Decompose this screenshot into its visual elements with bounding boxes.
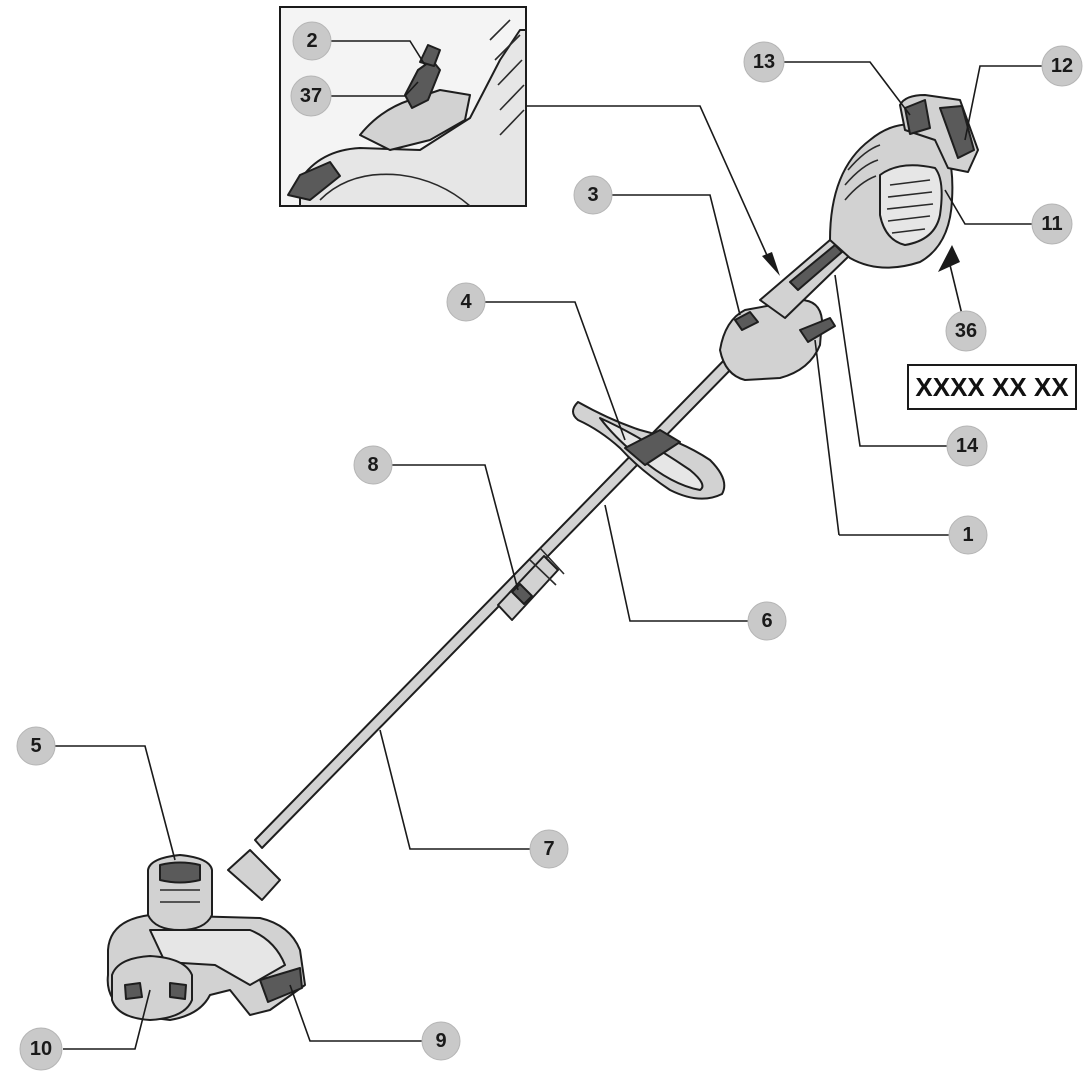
inset-detail [279, 6, 527, 207]
callout-13: 13 [743, 41, 785, 83]
leader-3 [611, 194, 741, 316]
inset-arrowhead [762, 252, 780, 276]
callout-8: 8 [353, 445, 393, 485]
trigger-switch [799, 317, 836, 343]
callout-3-label: 3 [587, 184, 598, 206]
inset-switch-cover [359, 89, 471, 151]
spool-cap [111, 955, 193, 1021]
callout-5-label: 5 [30, 735, 41, 757]
lock-off-button [734, 311, 759, 331]
leader-7 [379, 729, 531, 850]
leader-lines [54, 40, 1043, 1050]
leader-5 [54, 745, 176, 861]
leader-12 [964, 65, 1043, 141]
callout-14-label: 14 [956, 435, 979, 457]
callout-6: 6 [747, 601, 787, 641]
inset-grip-pad [287, 161, 341, 201]
leader-37 [331, 81, 419, 97]
inset-trigger [419, 44, 441, 67]
aux-handle-clamp [624, 429, 681, 466]
leader-9 [289, 984, 423, 1042]
leader-2 [331, 40, 426, 66]
callout-13-label: 13 [753, 51, 775, 73]
leader-inset [526, 105, 771, 263]
leader-11 [944, 189, 1033, 225]
callout-12: 12 [1041, 45, 1083, 87]
lower-shaft [254, 351, 741, 849]
serial-arrowhead [938, 245, 960, 272]
callout-36: 36 [945, 310, 987, 352]
callout-37-label: 37 [300, 85, 322, 107]
callout-3: 3 [573, 175, 613, 215]
callout-7: 7 [529, 829, 569, 869]
leader-14 [834, 274, 948, 447]
callout-4: 4 [446, 282, 486, 322]
callout-2-label: 2 [306, 30, 317, 52]
leader-6 [604, 504, 749, 622]
callout-14: 14 [946, 425, 988, 467]
leader-13 [783, 61, 911, 116]
callout-9: 9 [421, 1021, 461, 1061]
serial-number-label: XXXX XX XX [907, 364, 1077, 410]
callout-12-label: 12 [1051, 55, 1073, 77]
callout-4-label: 4 [460, 291, 472, 313]
callout-10: 10 [19, 1027, 63, 1071]
callout-6-label: 6 [761, 610, 772, 632]
callouts: 1 2 3 4 5 6 7 8 9 10 11 12 13 14 36 37 [16, 21, 1083, 1071]
callout-8-label: 8 [367, 454, 378, 476]
callout-2: 2 [292, 21, 332, 61]
guard-stripe [259, 967, 303, 1003]
callout-7-label: 7 [543, 838, 554, 860]
callout-9-label: 9 [435, 1030, 446, 1052]
callout-36-label: 36 [955, 320, 977, 342]
callout-10-label: 10 [30, 1038, 52, 1060]
leader-10 [63, 989, 151, 1050]
rear-handle-housing [719, 94, 979, 381]
shaft-collar [227, 849, 281, 901]
callout-11-label: 11 [1041, 213, 1062, 235]
leader-4 [484, 301, 626, 441]
callout-37: 37 [290, 75, 332, 117]
callout-1: 1 [948, 515, 988, 555]
trimmer-head [106, 854, 306, 1021]
inset-lock-off-button [404, 59, 441, 109]
battery-fuel-gauge [904, 99, 931, 135]
vent-panel [879, 164, 943, 246]
callout-5: 5 [16, 726, 56, 766]
serial-number-text: XXXX XX XX [915, 372, 1069, 402]
leader-8 [392, 464, 519, 591]
callout-1-label: 1 [962, 524, 973, 546]
callout-11: 11 [1031, 203, 1073, 245]
auxiliary-handle [572, 401, 726, 500]
